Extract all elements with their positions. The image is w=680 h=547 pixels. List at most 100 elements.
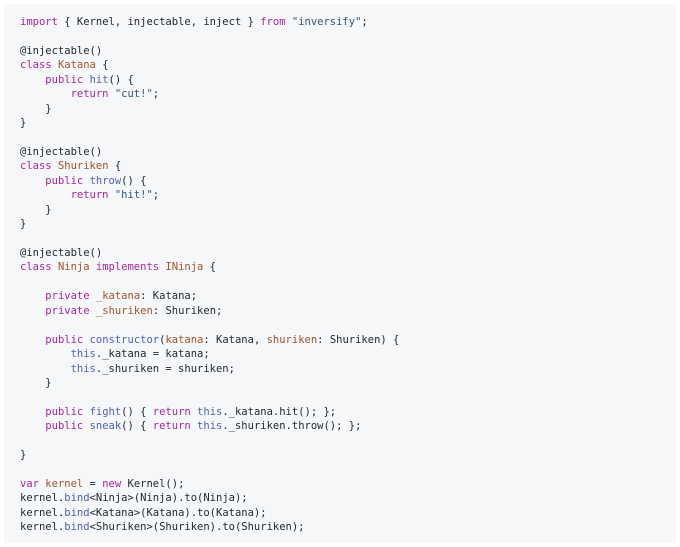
code-token: hit <box>89 73 109 86</box>
code-token: _shuriken <box>95 304 153 317</box>
code-token: public <box>45 405 84 418</box>
code-line <box>20 463 399 477</box>
code-token: this <box>197 420 223 433</box>
code-token: sneak <box>89 420 122 433</box>
code-token: <Ninja>(Ninja).to(Ninja); <box>89 492 248 505</box>
code-token: { <box>108 160 122 173</box>
code-line: public constructor(katana: Katana, shuri… <box>20 333 399 347</box>
code-token: from <box>260 16 286 28</box>
code-token: "inversify" <box>291 16 362 28</box>
code-line: public throw() { <box>20 174 399 188</box>
code-token: <Katana>(Katana).to(Katana); <box>89 506 267 519</box>
code-token: <Shuriken>(Shuriken).to(Shuriken); <box>89 521 305 534</box>
code-line: this._shuriken = shuriken; <box>20 362 399 376</box>
code-token: fight <box>89 405 122 418</box>
code-line: @injectable() <box>20 246 399 260</box>
code-token: : Shuriken; <box>152 304 223 317</box>
code-token: } <box>20 102 52 115</box>
code-token: Katana <box>57 59 96 72</box>
code-token: class <box>20 59 52 72</box>
code-token: kernel. <box>20 492 65 505</box>
code-line: } <box>20 448 399 462</box>
code-token <box>20 348 71 360</box>
code-token: return <box>70 88 109 101</box>
code-line <box>20 29 399 43</box>
code-token: : Katana; <box>140 290 198 303</box>
code-token <box>20 363 71 375</box>
code-token: kernel. <box>20 506 65 519</box>
code-token: } <box>20 449 27 462</box>
code-token <box>20 74 45 86</box>
code-token: return <box>70 189 109 202</box>
code-token: } <box>20 203 52 216</box>
code-token: () { <box>108 73 134 86</box>
code-line <box>20 131 399 145</box>
code-token <box>20 290 45 302</box>
code-token: bind <box>64 506 90 519</box>
code-line: private _katana: Katana; <box>20 289 399 303</box>
code-token: class <box>20 160 52 173</box>
code-line: this._katana = katana; <box>20 347 399 361</box>
code-line <box>20 275 399 289</box>
code-line: var kernel = new Kernel(); <box>20 477 399 491</box>
code-token: throw <box>89 174 122 187</box>
code-token: _katana <box>95 290 141 303</box>
code-line <box>20 318 399 332</box>
code-token: Ninja <box>57 261 90 274</box>
code-content[interactable]: import { Kernel, injectable, inject } fr… <box>20 15 399 535</box>
code-token: return <box>152 405 191 418</box>
code-line: public hit() { <box>20 73 399 87</box>
code-token: Shuriken <box>57 160 109 173</box>
code-token: () { <box>121 405 153 418</box>
code-line: kernel.bind<Ninja>(Ninja).to(Ninja); <box>20 491 399 505</box>
code-token: this <box>197 405 223 418</box>
code-token: implements <box>95 261 160 274</box>
code-token: public <box>45 73 84 86</box>
code-token: { Kernel, injectable, inject } <box>57 16 261 28</box>
code-token: this <box>70 362 96 375</box>
code-token: { <box>203 261 217 274</box>
code-token: public <box>45 333 84 346</box>
code-token: () { <box>121 174 147 187</box>
code-line: } <box>20 102 399 116</box>
code-token: : Shuriken) { <box>317 333 400 346</box>
code-line: kernel.bind<Shuriken>(Shuriken).to(Shuri… <box>20 520 399 534</box>
code-token: kernel <box>45 478 84 490</box>
code-token: var <box>20 478 39 490</box>
code-token: { <box>95 59 109 72</box>
code-token: this <box>70 348 96 361</box>
code-line: class Ninja implements INinja { <box>20 260 399 274</box>
code-line: } <box>20 217 399 231</box>
code-token: } <box>20 376 52 389</box>
code-token: ._katana.hit(); }; <box>222 405 337 418</box>
code-token: constructor <box>89 333 160 346</box>
code-token: katana <box>165 333 204 346</box>
code-token: } <box>20 117 27 130</box>
code-token: "cut!" <box>114 88 153 101</box>
code-token: ; <box>152 189 160 202</box>
code-token: return <box>152 420 191 433</box>
code-token: import <box>20 16 58 28</box>
code-line: class Katana { <box>20 58 399 72</box>
code-line: } <box>20 376 399 390</box>
code-token <box>20 406 45 418</box>
code-token: kernel. <box>20 521 65 534</box>
code-token <box>20 420 45 432</box>
code-token: : Katana, <box>203 333 267 346</box>
code-line: return "hit!"; <box>20 188 399 202</box>
code-token <box>20 88 71 100</box>
code-token: } <box>20 218 27 231</box>
code-token: bind <box>64 521 90 534</box>
code-line: import { Kernel, injectable, inject } fr… <box>20 15 399 29</box>
code-token: @injectable() <box>20 247 103 259</box>
code-token: ( <box>159 333 166 346</box>
code-token: shuriken <box>266 333 318 346</box>
code-token: private <box>45 290 90 303</box>
code-token <box>20 175 45 187</box>
code-line: } <box>20 116 399 130</box>
code-token: ._shuriken.throw(); }; <box>222 420 362 433</box>
code-line: public sneak() { return this._shuriken.t… <box>20 419 399 433</box>
code-line: public fight() { return this._katana.hit… <box>20 405 399 419</box>
code-token: = <box>83 478 103 490</box>
code-line: private _shuriken: Shuriken; <box>20 304 399 318</box>
